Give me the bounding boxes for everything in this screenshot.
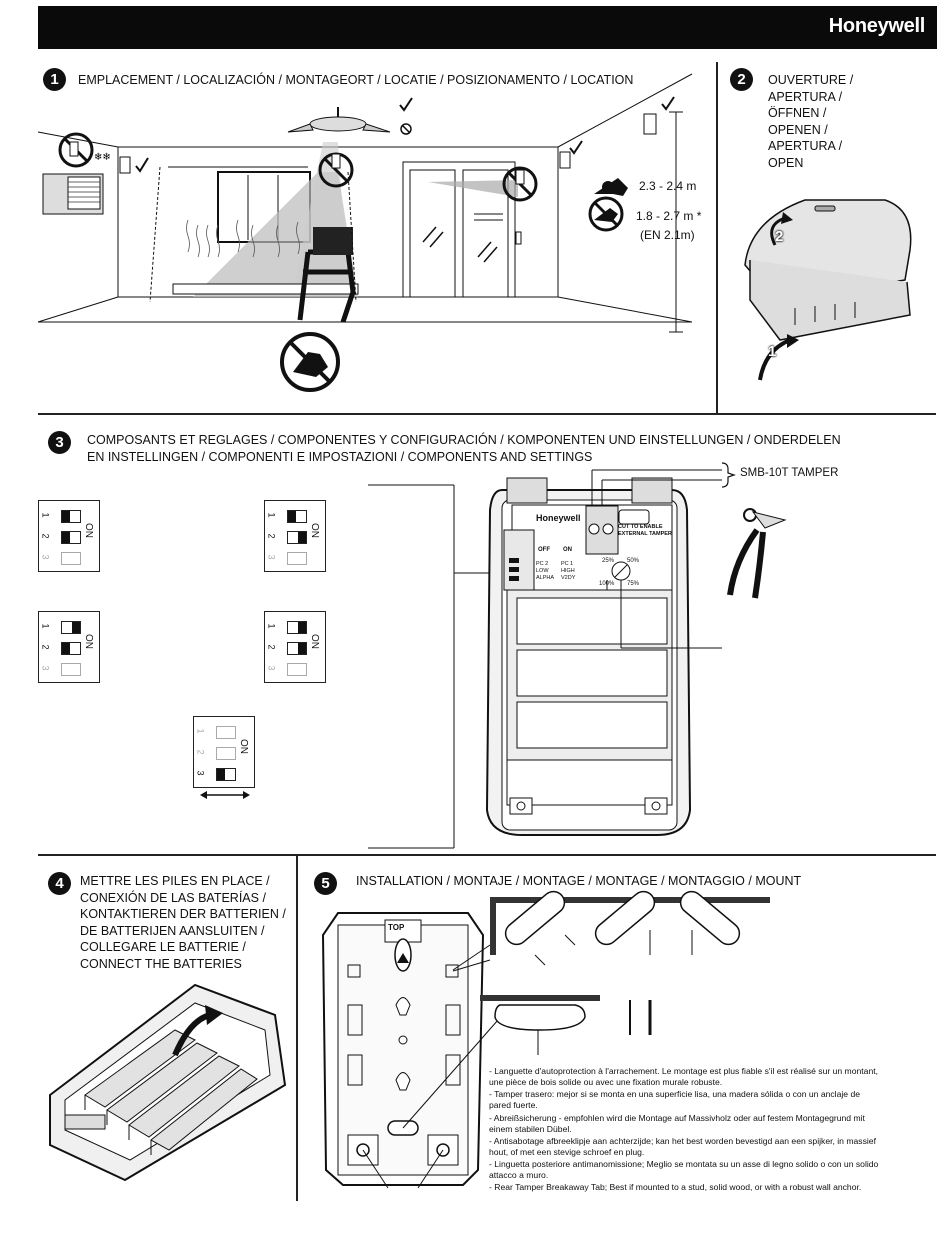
brand-logo: Honeywell [828,15,926,37]
cut-label-1: CUT TO ENABLE [618,524,663,530]
mounting-base-illustration [321,912,499,1189]
on-label: ON [563,547,572,553]
pct-100-label: 100% [599,581,615,587]
step-3-title: COMPOSANTS ET REGLAGES / COMPONENTES Y C… [87,433,841,464]
dip-switch-config-3: 1 2 3 ON [38,611,100,683]
divider-middle [38,854,936,856]
top-label: TOP [388,923,405,932]
battery-install-illustration [49,983,287,1182]
sensor-opening-illustration [744,199,912,381]
svg-text:❄❄: ❄❄ [94,152,111,163]
open-arrow-1-label: 1 [768,343,777,360]
pct-50-label: 50% [627,558,640,564]
dip-bracket-connector [368,484,503,849]
divider-top [38,413,936,415]
pct-25-label: 25% [602,558,615,564]
dip-switch-config-4: 1 2 3 ON [264,611,326,683]
tamper-label: SMB-10T TAMPER [740,467,839,479]
height-pets-ok: 2.3 - 2.4 m [639,179,697,193]
divider-step4-step5 [296,856,298,1201]
sensor-board-illustration [485,469,722,836]
cut-label-2: EXTERNAL TAMPER [618,531,672,537]
on-column: PC 1 HIGH V2DY [561,561,576,581]
dip-switch-config-1: 1 2 3 ON [38,500,100,572]
step-3-number: 3 [48,431,71,454]
board-brand-label: Honeywell [536,513,581,523]
step-4-number: 4 [48,872,71,895]
divider-step1-step2 [716,62,718,413]
height-no-pets: 1.8 - 2.7 m * [636,209,702,223]
room-illustration: ❄❄ [37,73,693,392]
tamper-brace-icon [721,462,736,488]
step-2-title: OUVERTURE / APERTURA / ÖFFNEN / OPENEN /… [768,73,854,170]
height-en: (EN 2.1m) [640,228,695,242]
double-arrow-icon [200,791,250,799]
pliers-icon [727,508,787,599]
off-label: OFF [538,547,550,553]
pct-75-label: 75% [627,581,640,587]
off-column: PC 2 LOW ALPHA [536,561,555,581]
dip-switch-config-5: 1 2 3 ON [193,716,255,788]
step-1-title: EMPLACEMENT / LOCALIZACIÓN / MONTAGEORT … [78,73,634,87]
open-arrow-2-label: 2 [775,228,784,245]
step-1-number: 1 [43,68,66,91]
mounting-positions-illustration [480,890,770,1055]
dip-switch-config-2: 1 2 3 ON [264,500,326,572]
step-5-title: INSTALLATION / MONTAJE / MONTAGE / MONTA… [356,874,802,888]
step-2-number: 2 [730,68,753,91]
header-bar: Honeywell [38,6,937,49]
step-5-number: 5 [314,872,337,895]
step-4-title: METTRE LES PILES EN PLACE / CONEXIÓN DE … [80,874,286,971]
